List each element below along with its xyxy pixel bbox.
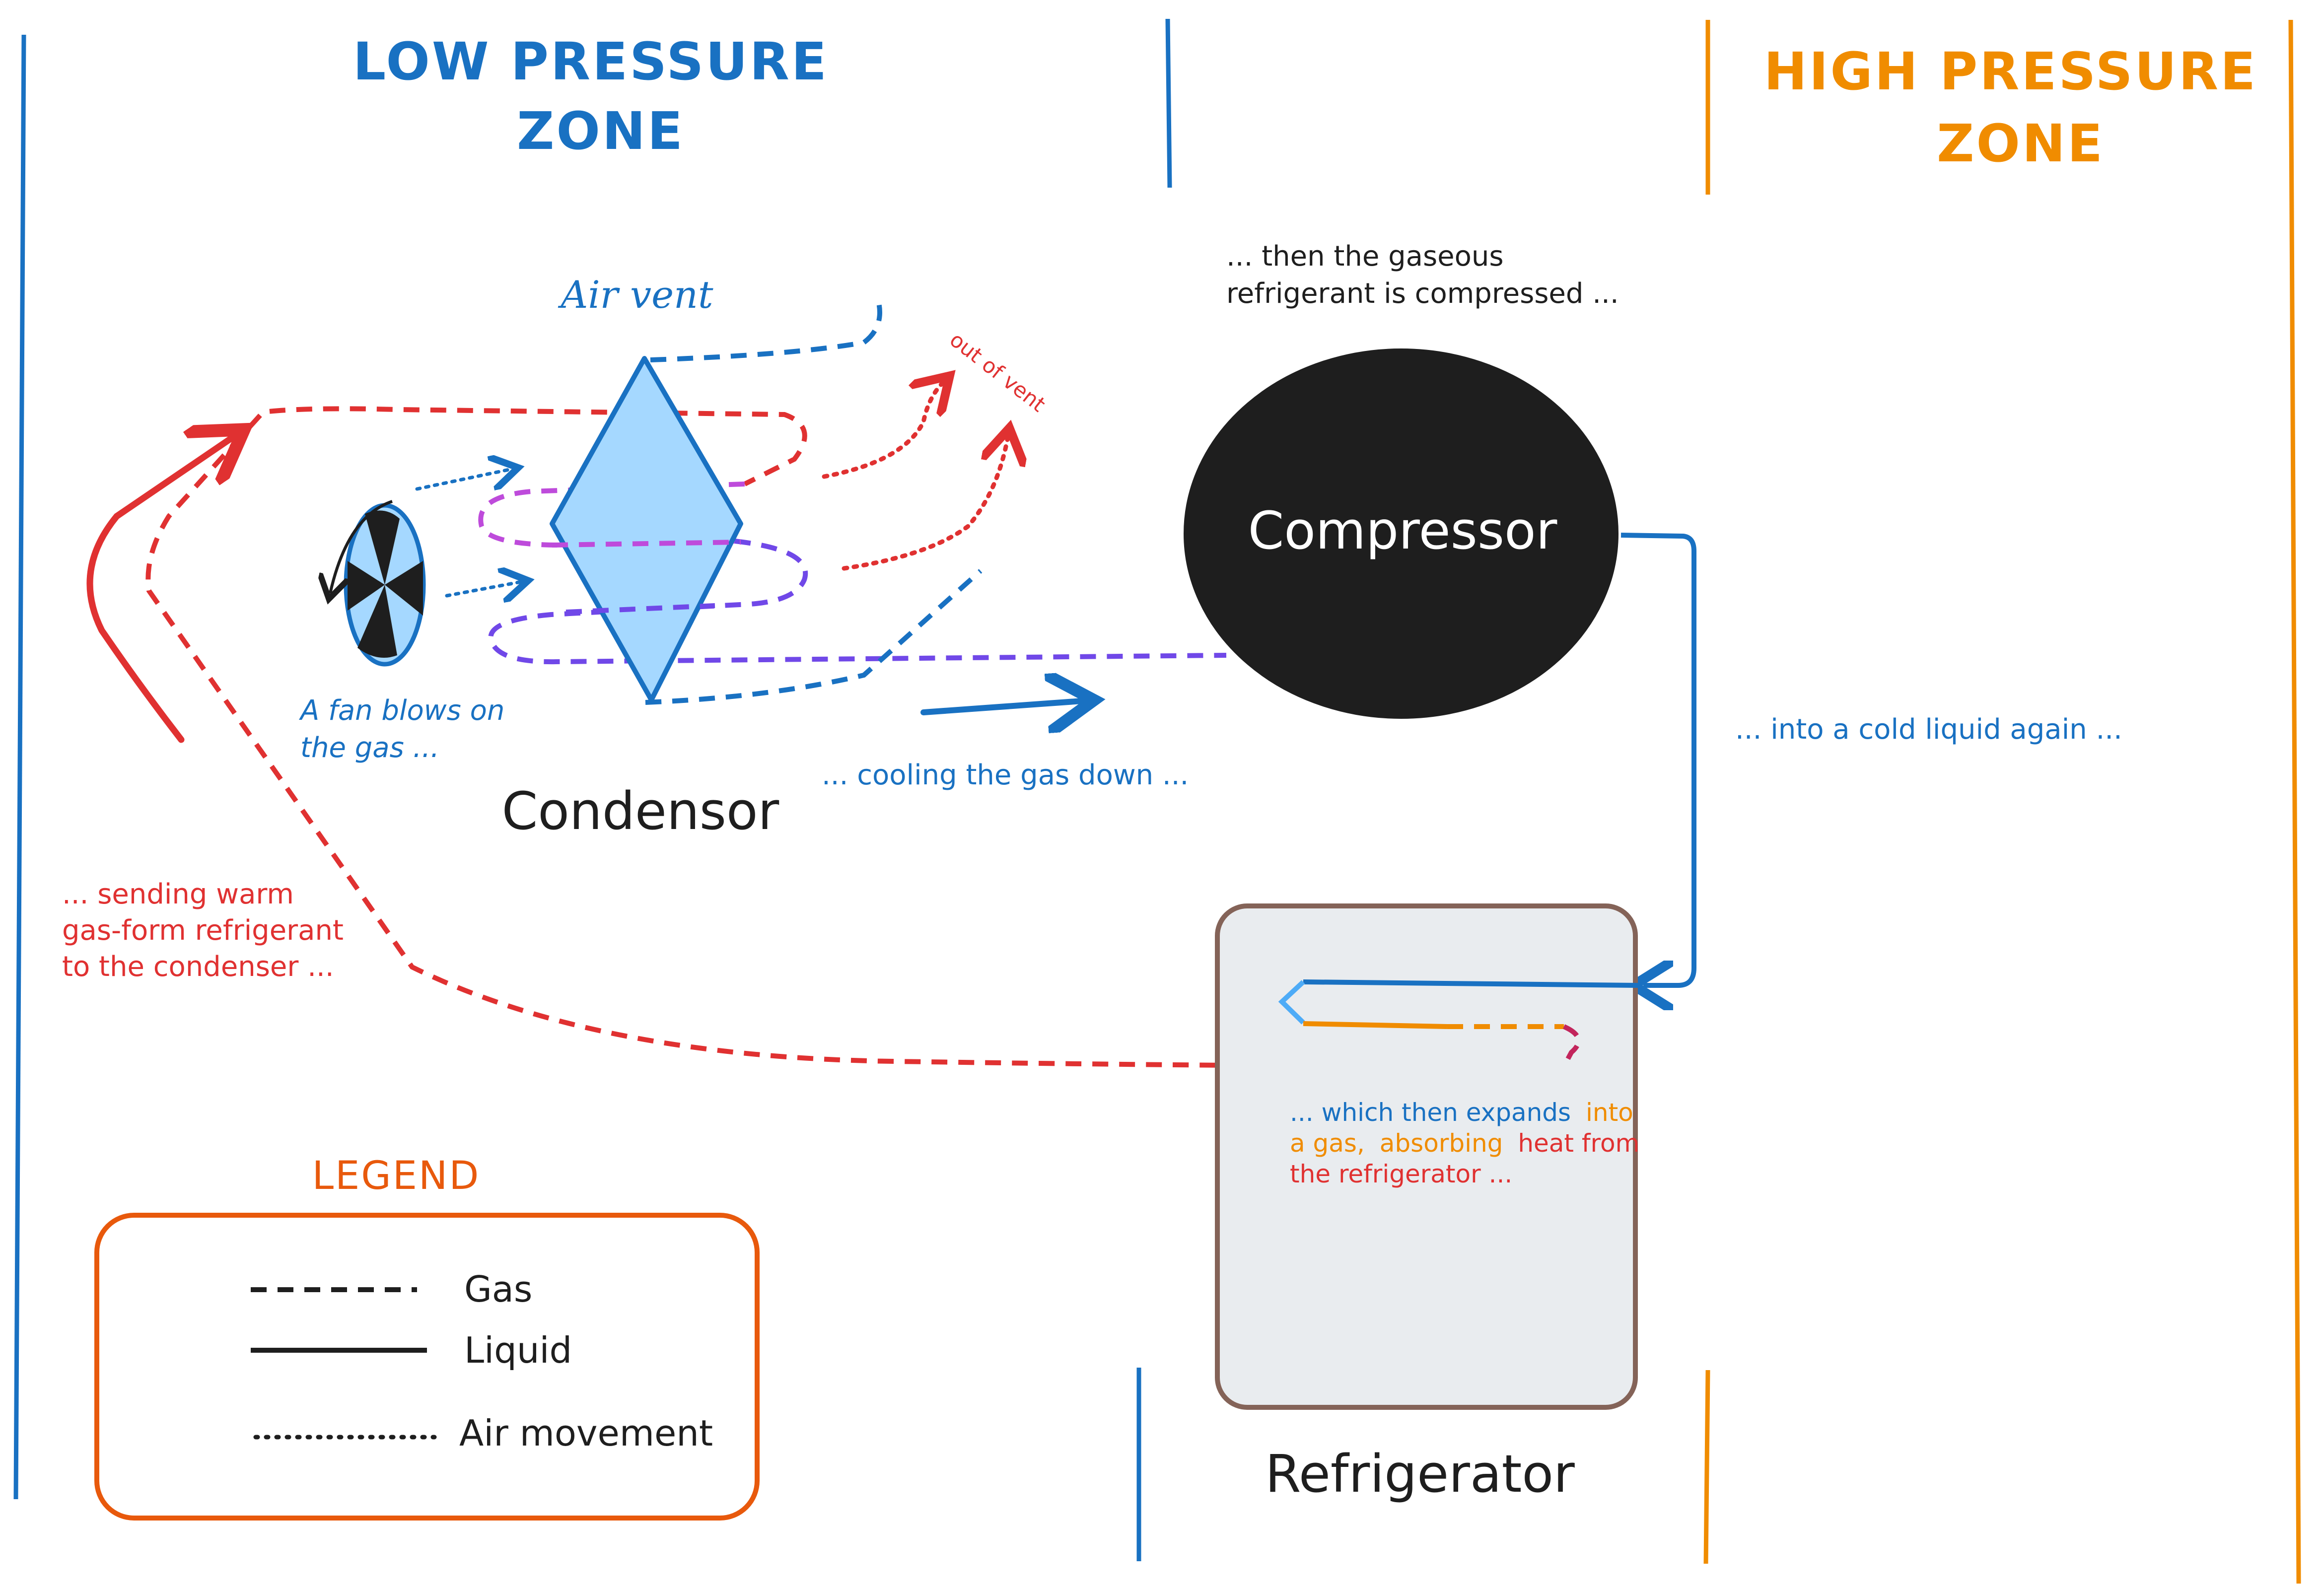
air-vent-pipe — [650, 302, 882, 362]
fan-air-arrow-top — [415, 469, 511, 491]
air-vent-exhaust — [645, 569, 983, 705]
high-pressure-zone-title: HIGH PRESSURE ZONE — [1764, 41, 2278, 174]
refrigerator-label: Refrigerator — [1265, 1444, 1575, 1504]
sending-note: ... sending warm gas-form refrigerant to… — [62, 878, 352, 983]
fridge-coil-liquid-blue — [1303, 979, 1639, 988]
condenser-coil-purple — [488, 539, 1227, 665]
zone-divider-right — [2288, 19, 2301, 1584]
air-vent-label: Air vent — [558, 273, 713, 317]
condensor-coil-shape — [550, 356, 743, 702]
legend-title: LEGEND — [312, 1154, 481, 1198]
legend-box — [94, 1213, 760, 1521]
fan-air-arrow-bottom — [445, 582, 521, 596]
zone-divider-left — [13, 34, 26, 1500]
refrigerator-box — [1215, 903, 1638, 1410]
zone-divider-high-bottom — [1703, 1370, 1710, 1564]
legend-gas-label: Gas — [464, 1268, 532, 1310]
fridge-coil-orange — [1303, 1021, 1448, 1029]
coil-line-1 — [552, 540, 741, 548]
cooling-flow-arrow — [920, 701, 1082, 712]
condenser-coil-magenta — [478, 482, 745, 548]
expand-note: ... which then expands into a gas, absor… — [1290, 1098, 1647, 1188]
fan-rotation-arrow — [330, 500, 393, 593]
cold-liquid-note: ... into a cold liquid again ... — [1735, 713, 2122, 746]
vent-air-out-2 — [842, 437, 1008, 571]
fridge-coil-liquid-lightblue — [1278, 980, 1305, 1025]
compressor-shape — [1184, 348, 1619, 719]
red-flow-arrow — [86, 437, 233, 743]
out-of-vent-note: out of vent — [945, 327, 1050, 416]
legend-liquid-label: Liquid — [464, 1329, 572, 1371]
cooling-note: ... cooling the gas down ... — [822, 759, 1189, 791]
fan-blade-4 — [348, 561, 385, 611]
fan-note: A fan blows on the gas ... — [299, 694, 513, 764]
vent-air-out-1 — [822, 382, 943, 479]
compressed-note: ... then the gaseous refrigerant is comp… — [1226, 240, 1619, 310]
legend-air-label: Air movement — [459, 1412, 713, 1454]
fan-blade-3 — [357, 585, 397, 658]
compressor-label: Compressor — [1248, 500, 1557, 561]
condensor-label: Condensor — [502, 781, 779, 841]
low-pressure-zone-title: LOW PRESSURE ZONE — [353, 31, 848, 161]
fridge-coil-magenta-dashed — [1561, 1024, 1581, 1068]
fan-blade-2 — [385, 561, 423, 616]
fan-blade-1 — [365, 510, 400, 585]
cold-liquid-line — [1620, 533, 1696, 985]
zone-divider-low-top — [1165, 18, 1172, 188]
